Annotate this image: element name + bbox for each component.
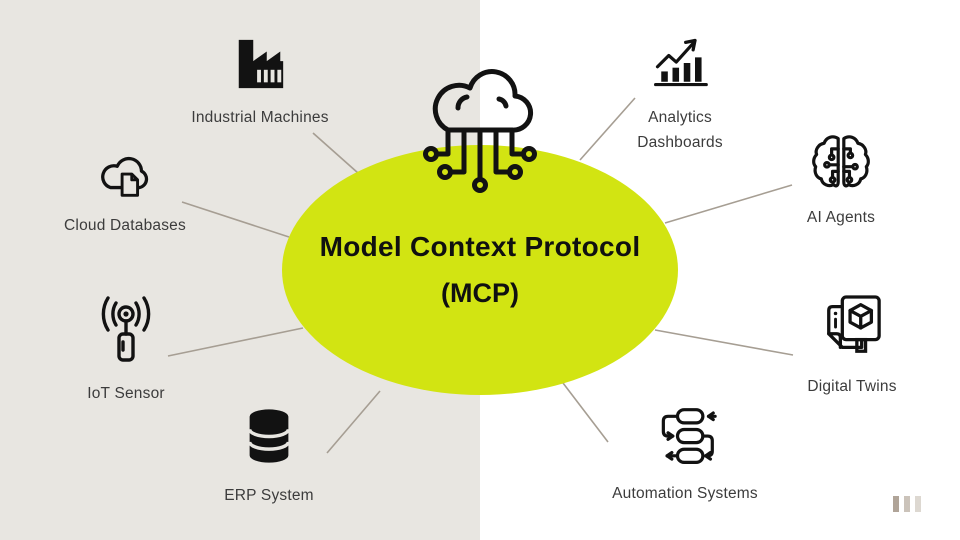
factory-icon xyxy=(231,36,289,97)
node-label: Cloud Databases xyxy=(64,217,186,234)
node-analytics-dashboards: Analytics Dashboards xyxy=(570,34,790,155)
circuit-brain-icon xyxy=(811,132,871,197)
node-cloud-databases: Cloud Databases xyxy=(15,150,235,238)
flowchart-automation-icon xyxy=(653,406,717,473)
connector-erp-system xyxy=(326,390,381,454)
mcp-ellipse: Model Context Protocol (MCP) xyxy=(282,145,678,395)
node-digital-twins: Digital Twins xyxy=(742,293,960,399)
digital-twin-screens-icon xyxy=(821,293,883,366)
node-label-line1: Analytics xyxy=(648,109,712,126)
node-label-line2: Dashboards xyxy=(637,134,723,151)
wireless-sensor-icon xyxy=(94,296,158,373)
mcp-title: Model Context Protocol xyxy=(319,231,641,262)
mcp-subtitle: (MCP) xyxy=(441,278,519,308)
node-industrial-machines: Industrial Machines xyxy=(150,36,370,130)
connector-analytics-dashboards xyxy=(579,97,636,161)
cloud-network-icon xyxy=(420,58,540,196)
database-icon xyxy=(238,404,300,475)
logo-bar xyxy=(904,496,910,512)
node-label: Automation Systems xyxy=(612,485,758,502)
logo-bar xyxy=(893,496,899,512)
node-label: ERP System xyxy=(224,487,314,504)
node-iot-sensor: IoT Sensor xyxy=(16,296,236,406)
node-label: Industrial Machines xyxy=(191,109,329,126)
node-label: IoT Sensor xyxy=(87,385,165,402)
node-label: Analytics Dashboards xyxy=(637,105,723,155)
connector-cloud-databases xyxy=(181,201,290,238)
node-automation-systems: Automation Systems xyxy=(575,406,795,506)
connector-industrial-machines xyxy=(312,132,359,174)
node-label: AI Agents xyxy=(806,209,876,226)
connector-digital-twins xyxy=(654,329,794,356)
connector-automation-systems xyxy=(562,382,609,443)
logo-bar xyxy=(915,496,921,512)
bar-chart-growth-icon xyxy=(650,34,710,97)
connector-ai-agents xyxy=(664,184,793,224)
connector-iot-sensor xyxy=(167,327,304,357)
node-erp-system: ERP System xyxy=(159,404,379,508)
logo-bars xyxy=(893,496,921,512)
node-ai-agents: AI Agents xyxy=(731,132,951,230)
cloud-document-icon xyxy=(96,150,154,205)
node-label: Digital Twins xyxy=(807,378,897,395)
